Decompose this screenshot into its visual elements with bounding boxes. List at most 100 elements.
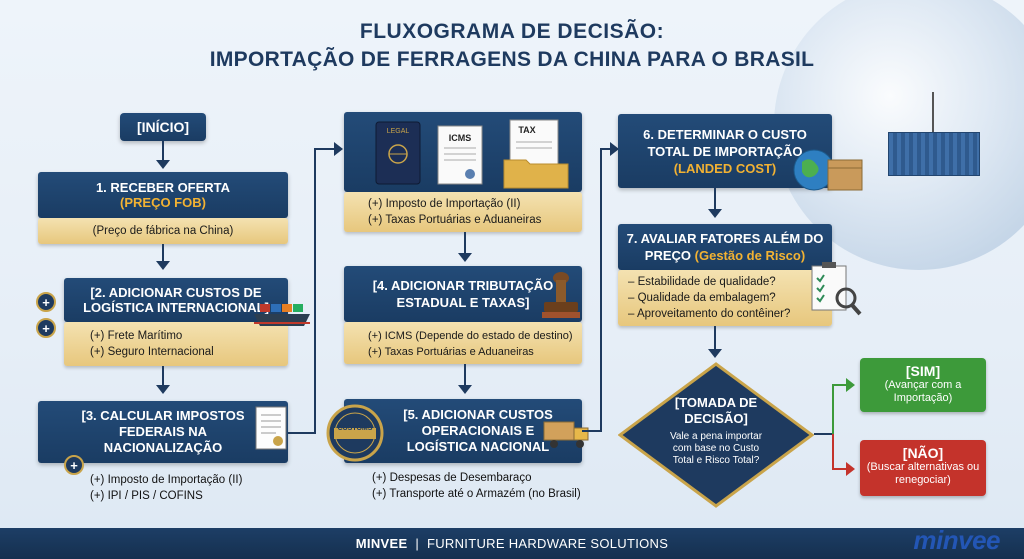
- step1-subtitle: (PREÇO FOB): [120, 195, 206, 210]
- arrow-down-icon: [708, 209, 722, 218]
- yes-text: (Avançar com a Importação): [884, 379, 962, 404]
- step2-title-line2: LOGÍSTICA INTERNACIONAL]: [83, 300, 269, 315]
- no-text: (Buscar alternativas ou renegociar): [866, 461, 980, 486]
- decision-title: [TOMADA DE DECISÃO]: [660, 395, 772, 427]
- arrow-right-icon: [846, 462, 855, 476]
- plus-icon: +: [36, 292, 56, 312]
- step3-title-line3: NACIONALIZAÇÃO: [103, 440, 223, 455]
- tax-label: TAX: [518, 125, 536, 135]
- connector-line: [314, 148, 336, 150]
- connector-line: [600, 148, 602, 432]
- checklist-magnifier-icon: [811, 262, 862, 316]
- arrow-down-icon: [458, 385, 472, 394]
- connector-line: [814, 433, 832, 435]
- connector-line: [714, 326, 716, 350]
- minvee-logo: minvee: [913, 525, 1000, 555]
- step3-item: (+) IPI / PIS / COFINS: [90, 490, 203, 502]
- connector-line: [714, 188, 716, 210]
- documents-item: (+) Imposto de Importação (II): [368, 198, 521, 210]
- yes-box: [SIM] (Avançar com a Importação): [860, 358, 986, 412]
- step5-title-line2: OPERACIONAIS E: [421, 423, 535, 438]
- customs-seal-label: CUSTOMS: [337, 425, 373, 432]
- step4-item: (+) Taxas Portuárias e Aduaneiras: [368, 346, 534, 358]
- step6-subtitle: (LANDED COST): [673, 160, 777, 176]
- arrow-right-icon: [846, 378, 855, 392]
- connector-line: [464, 364, 466, 386]
- step2-item: (+) Frete Marítimo: [90, 330, 183, 342]
- footer-bar: [0, 528, 1024, 559]
- footer-text: MINVEE | FURNITURE HARDWARE SOLUTIONS: [0, 536, 1024, 551]
- tax-document-icon: [503, 119, 569, 189]
- legal-passport-icon: [375, 121, 421, 185]
- decision-diamond: [618, 362, 814, 508]
- arrow-down-icon: [156, 261, 170, 270]
- step7-title-line2: PREÇO: [644, 248, 692, 263]
- title-line-1: FLUXOGRAMA DE DECISÃO:: [359, 20, 665, 43]
- step7-header: 7. AVALIAR FATORES ALÉM DO PREÇO (Gestão…: [618, 224, 832, 270]
- documents-items-box: (+) Imposto de Importação (II) (+) Taxas…: [344, 192, 582, 232]
- crane-hook-icon: [932, 92, 934, 132]
- documents-item: (+) Taxas Portuárias e Aduaneiras: [368, 214, 542, 226]
- footer-brand: MINVEE: [355, 536, 408, 551]
- step4-title-line1: [4. ADICIONAR TRIBUTAÇÃO: [372, 278, 554, 293]
- yes-label: [SIM]: [905, 363, 941, 379]
- cargo-ship-icon: [254, 304, 310, 326]
- no-branch-line: [832, 434, 834, 470]
- icms-document-icon: [437, 125, 483, 185]
- step3-items: (+) Imposto de Importação (II) (+) IPI /…: [90, 472, 242, 504]
- connector-line: [162, 366, 164, 386]
- connector-line: [582, 430, 602, 432]
- connector-line: [314, 148, 316, 434]
- connector-line: [600, 148, 612, 150]
- step3-title-line2: FEDERAIS NA: [118, 424, 208, 439]
- customs-seal-icon: [326, 404, 384, 462]
- legal-label: LEGAL: [386, 128, 410, 135]
- delivery-truck-icon: [543, 421, 589, 448]
- step5-header: [5. ADICIONAR CUSTOS OPERACIONAIS E LOGÍ…: [344, 399, 582, 463]
- step5-item: (+) Despesas de Desembaraço: [372, 472, 532, 484]
- step7-title-line1: 7. AVALIAR FATORES ALÉM DO: [626, 231, 824, 246]
- step4-items-box: (+) ICMS (Depende do estado de destino) …: [344, 322, 582, 364]
- step5-title-line3: LOGÍSTICA NACIONAL: [406, 439, 550, 454]
- arrow-right-icon: [610, 142, 619, 156]
- step4-title-line2: ESTADUAL E TAXAS]: [396, 295, 530, 310]
- step5-items: (+) Despesas de Desembaraço (+) Transpor…: [372, 470, 581, 502]
- connector-line: [464, 232, 466, 254]
- step3-title-line1: [3. CALCULAR IMPOSTOS: [81, 408, 245, 423]
- connector-line: [162, 141, 164, 161]
- arrow-down-icon: [458, 253, 472, 262]
- shipping-container-icon: [888, 132, 980, 176]
- title-line-2: IMPORTAÇÃO DE FERRAGENS DA CHINA PARA O …: [209, 48, 815, 71]
- step5-title-line1: [5. ADICIONAR CUSTOS: [403, 407, 553, 422]
- step6-title-line2: TOTAL DE IMPORTAÇÃO: [647, 143, 803, 159]
- document-icon: [255, 406, 287, 450]
- arrow-down-icon: [708, 349, 722, 358]
- step7-items-box: – Estabilidade de qualidade? – Qualidade…: [618, 270, 832, 326]
- decision-question: Vale a pena importar com base no Custo T…: [669, 431, 763, 466]
- footer-tagline: FURNITURE HARDWARE SOLUTIONS: [426, 536, 669, 551]
- step1-note: (Preço de fábrica na China): [92, 225, 234, 237]
- plus-icon: +: [64, 455, 84, 475]
- yes-branch-line: [832, 384, 848, 386]
- start-label: [INÍCIO]: [136, 119, 190, 135]
- step2-title-line1: [2. ADICIONAR CUSTOS DE: [90, 285, 262, 300]
- step7-item: – Aproveitamento do contêiner?: [628, 308, 791, 320]
- globe-box-icon: [793, 149, 863, 191]
- rubber-stamp-icon: [542, 272, 580, 318]
- step1-note-box: (Preço de fábrica na China): [38, 218, 288, 244]
- step7-item: – Qualidade da embalagem?: [628, 292, 776, 304]
- icms-label: ICMS: [448, 133, 472, 143]
- step1-header: 1. RECEBER OFERTA (PREÇO FOB): [38, 172, 288, 218]
- step1-title: 1. RECEBER OFERTA: [95, 180, 231, 195]
- step6-title-line1: 6. DETERMINAR O CUSTO: [643, 126, 807, 142]
- decision-title-line2: DECISÃO]: [684, 411, 748, 426]
- step7-subtitle: (Gestão de Risco): [694, 248, 806, 263]
- step2-header: [2. ADICIONAR CUSTOS DE LOGÍSTICA INTERN…: [64, 278, 288, 322]
- step3-header: [3. CALCULAR IMPOSTOS FEDERAIS NA NACION…: [38, 401, 288, 463]
- step2-items-box: (+) Frete Marítimo (+) Seguro Internacio…: [64, 322, 288, 366]
- connector-line: [162, 244, 164, 262]
- step6-header: 6. DETERMINAR O CUSTO TOTAL DE IMPORTAÇÃ…: [618, 114, 832, 188]
- decision-title-line1: [TOMADA DE: [674, 395, 758, 410]
- start-node: [INÍCIO]: [120, 113, 206, 141]
- step7-item: – Estabilidade de qualidade?: [628, 276, 776, 288]
